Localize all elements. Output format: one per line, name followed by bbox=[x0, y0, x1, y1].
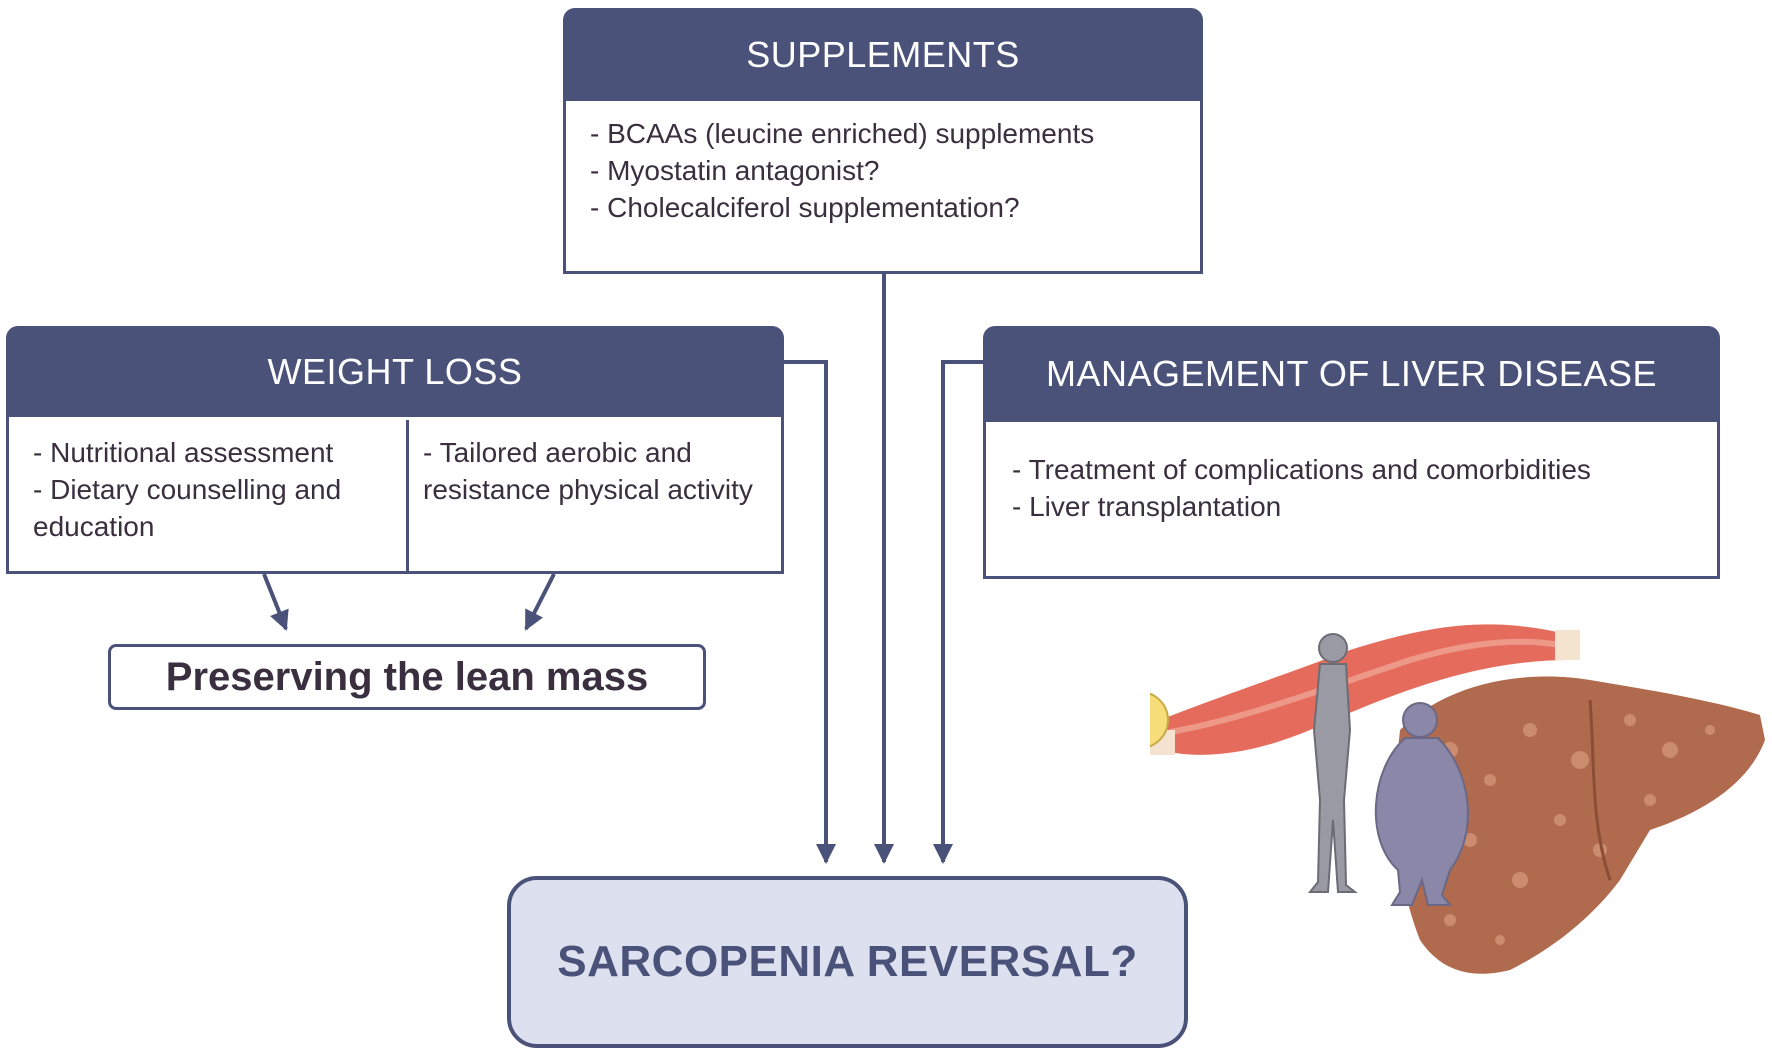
arrow-activity-to-leanmass bbox=[524, 573, 556, 631]
lean-mass-box: Preserving the lean mass bbox=[108, 644, 706, 710]
liver-management-title: MANAGEMENT OF LIVER DISEASE bbox=[983, 326, 1720, 422]
arrow-weightloss-to-outcome bbox=[784, 360, 836, 864]
arrow-nutrition-to-leanmass bbox=[262, 573, 289, 631]
supplements-item: - Myostatin antagonist? bbox=[590, 155, 880, 186]
supplements-list: - BCAAs (leucine enriched) supplements -… bbox=[566, 115, 1200, 271]
obese-person-icon bbox=[1374, 702, 1469, 906]
supplements-item: - Cholecalciferol supplementation? bbox=[590, 192, 1020, 223]
supplements-box: SUPPLEMENTS - BCAAs (leucine enriched) s… bbox=[563, 8, 1203, 274]
liver-item: - Treatment of complications and comorbi… bbox=[1012, 454, 1591, 485]
weight-loss-box: WEIGHT LOSS - Nutritional assessment - D… bbox=[6, 326, 784, 574]
sarcopenia-reversal-box: SARCOPENIA REVERSAL? bbox=[507, 876, 1188, 1048]
weight-loss-activity-column: - Tailored aerobic and resistance physic… bbox=[409, 420, 781, 571]
weight-loss-item: - Nutritional assessment bbox=[33, 437, 334, 468]
weight-loss-item: - Dietary counselling and education bbox=[33, 474, 342, 542]
liver-item: - Liver transplantation bbox=[1012, 491, 1282, 522]
arrow-liver-to-outcome bbox=[933, 360, 983, 864]
weight-loss-item: - Tailored aerobic and resistance physic… bbox=[423, 437, 753, 505]
liver-icon bbox=[1396, 676, 1765, 974]
supplements-item: - BCAAs (leucine enriched) supplements bbox=[590, 118, 1095, 149]
weight-loss-nutrition-column: - Nutritional assessment - Dietary couns… bbox=[9, 420, 409, 571]
liver-management-box: MANAGEMENT OF LIVER DISEASE - Treatment … bbox=[983, 326, 1720, 579]
adipocyte-cluster-icon bbox=[1150, 692, 1169, 748]
illustration bbox=[1150, 624, 1765, 974]
weight-loss-title: WEIGHT LOSS bbox=[6, 326, 784, 417]
lean-person-icon bbox=[1307, 633, 1358, 893]
liver-management-list: - Treatment of complications and comorbi… bbox=[986, 451, 1717, 576]
supplements-title: SUPPLEMENTS bbox=[563, 8, 1203, 101]
